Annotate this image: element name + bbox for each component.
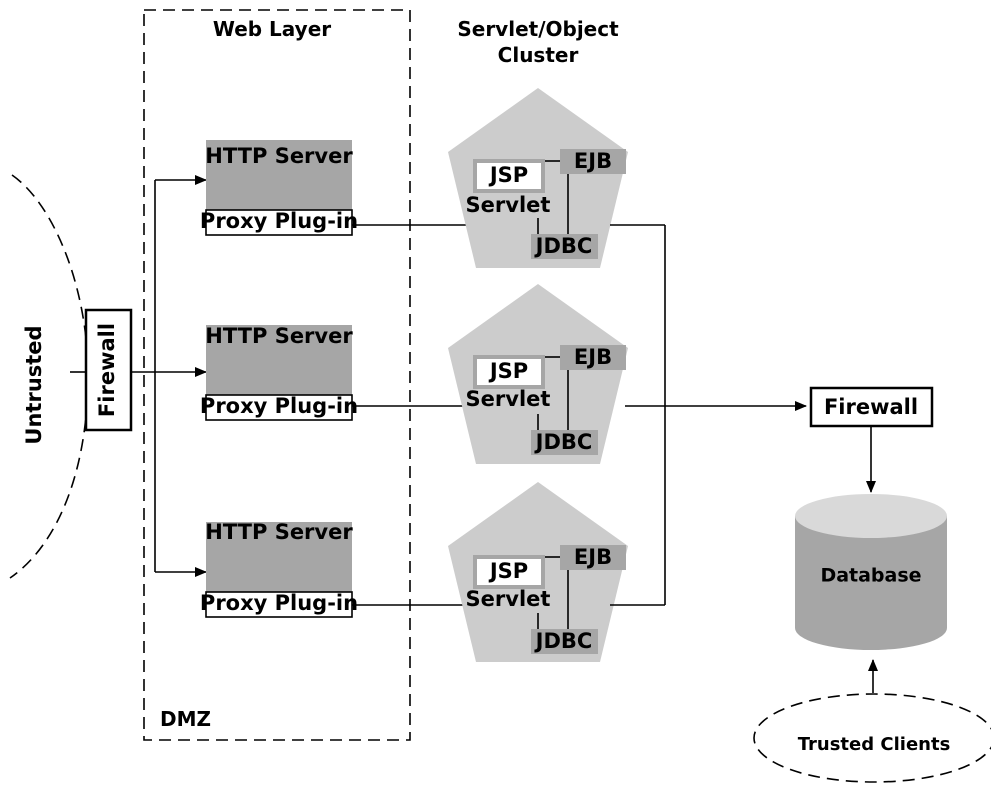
cluster-title-line1: Servlet/Object xyxy=(457,17,619,41)
http-server-box xyxy=(206,140,352,210)
proxy-plugin-label: Proxy Plug-in xyxy=(200,209,358,233)
ejb-label: EJB xyxy=(574,345,612,369)
servlet-label: Servlet xyxy=(466,387,551,411)
servlet-label: Servlet xyxy=(466,193,551,217)
jdbc-box xyxy=(531,430,598,455)
dmz-label: DMZ xyxy=(160,707,211,731)
right-firewall-label: Firewall xyxy=(824,395,918,419)
http-server-label: HTTP Server xyxy=(205,144,353,168)
left-firewall-label: Firewall xyxy=(95,323,119,417)
proxy-plugin-box xyxy=(205,394,353,421)
database-cylinder: Database xyxy=(795,494,947,650)
ejb-box xyxy=(560,345,626,370)
jdbc-label: JDBC xyxy=(534,629,593,653)
cluster-node-1: JSP EJB Servlet JDBC xyxy=(448,88,628,268)
jsp-box xyxy=(473,159,545,193)
jdbc-box xyxy=(531,234,598,259)
ejb-box xyxy=(560,545,626,570)
web-server-1: HTTP Server Proxy Plug-in xyxy=(200,140,358,236)
proxy-plugin-box xyxy=(205,209,353,236)
jdbc-label: JDBC xyxy=(534,430,593,454)
cluster-node-2: JSP EJB Servlet JDBC xyxy=(448,284,628,464)
untrusted-label: Untrusted xyxy=(22,325,46,444)
ejb-box xyxy=(560,149,626,174)
trusted-clients-label: Trusted Clients xyxy=(798,734,951,755)
ejb-label: EJB xyxy=(574,149,612,173)
database-body xyxy=(795,516,947,650)
jsp-label: JSP xyxy=(488,559,528,583)
http-server-box xyxy=(206,522,352,592)
left-firewall-box xyxy=(84,308,133,432)
jsp-label: JSP xyxy=(488,163,528,187)
trusted-clients-boundary xyxy=(753,693,991,783)
servlet-label: Servlet xyxy=(466,587,551,611)
web-server-3: HTTP Server Proxy Plug-in xyxy=(200,520,358,618)
cluster-node-3: JSP EJB Servlet JDBC xyxy=(448,482,628,662)
jsp-box xyxy=(473,555,545,589)
web-layer-title: Web Layer xyxy=(213,17,331,41)
jsp-label: JSP xyxy=(488,359,528,383)
http-server-box xyxy=(206,325,352,395)
http-server-label: HTTP Server xyxy=(205,520,353,544)
database-top xyxy=(795,494,947,538)
dmz-boundary xyxy=(143,9,411,741)
web-server-2: HTTP Server Proxy Plug-in xyxy=(200,324,358,421)
cluster-title-line2: Cluster xyxy=(498,43,579,67)
ejb-label: EJB xyxy=(574,545,612,569)
jdbc-label: JDBC xyxy=(534,234,593,258)
proxy-plugin-label: Proxy Plug-in xyxy=(200,394,358,418)
database-label: Database xyxy=(820,565,921,587)
jdbc-box xyxy=(531,629,598,654)
jsp-box xyxy=(473,355,545,389)
proxy-plugin-label: Proxy Plug-in xyxy=(200,591,358,615)
http-server-label: HTTP Server xyxy=(205,324,353,348)
